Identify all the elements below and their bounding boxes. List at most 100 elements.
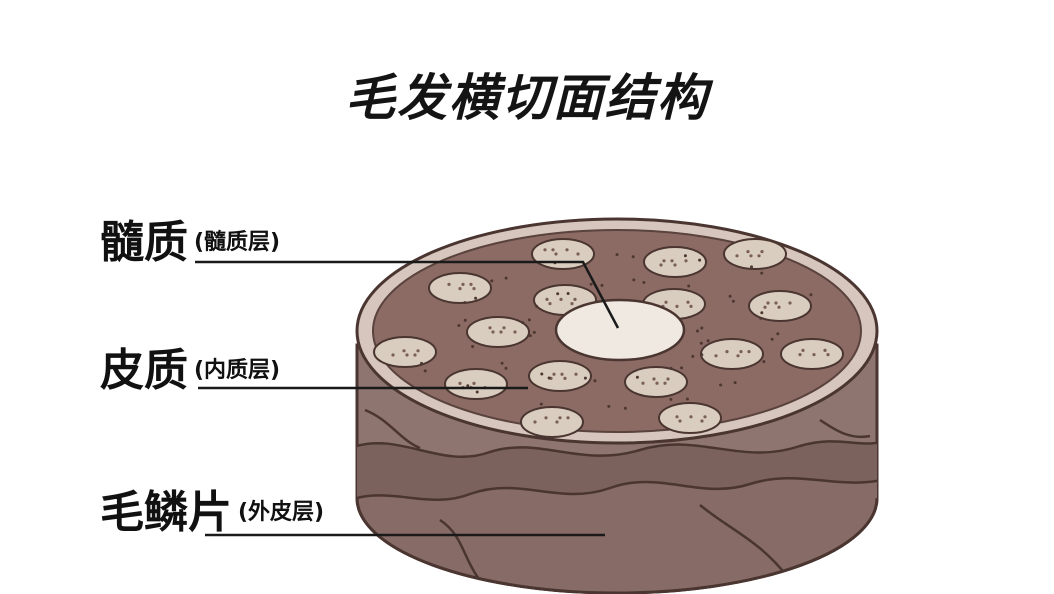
cortex-granule [700,338,764,370]
cortex-speck [475,390,479,394]
granule-speck [543,248,547,252]
cortex-speck [759,316,763,320]
granule-speck [559,297,563,301]
granule-speck [548,302,552,306]
granule-speck [472,287,476,291]
granule-speck [675,304,679,308]
granule-speck [533,420,537,424]
cortex-granules [373,238,844,438]
cortex-speck [528,334,532,338]
granule-speck [760,250,764,254]
granule-speck [405,353,409,357]
granule-speck [574,372,578,376]
cortex-label: 皮质(内质层) [100,334,280,398]
granule-speck [652,377,656,381]
cortex-speck [632,278,636,282]
granule-speck [714,354,718,358]
cortex-speck [728,294,732,298]
cortex-label-main: 皮质 [100,345,188,396]
granule-speck [565,248,569,252]
cortex-granule [466,316,530,348]
cuticle-scale-line [819,418,871,439]
cortex-speck [669,366,673,370]
granule-speck [570,302,574,306]
granule-speck [826,353,830,357]
medulla-label-main: 髓质 [100,217,188,268]
cortex-speck [583,376,587,380]
cuticle-scales [357,408,877,593]
granule-speck [662,259,666,263]
cortex-speck [750,265,753,269]
cortex-speck [683,254,687,258]
cortex-speck [500,361,504,365]
page-title: 毛发横切面结构 [345,69,709,127]
cortex-speck [607,404,611,408]
cortex-speck [760,311,764,315]
granule-speck [798,353,802,357]
granule-speck [488,326,492,330]
granule-speck [689,415,693,419]
cortex-speck [535,304,539,308]
granule-speck [666,377,670,381]
granule-speck [513,330,517,334]
cortex-speck [490,279,494,283]
cortex-speck [776,332,780,336]
granule-speck [736,354,740,358]
granule-speck [573,297,577,301]
cortex-speck [547,376,551,380]
cortex-speck [760,271,764,275]
granule-speck [447,282,451,286]
granule-speck [545,297,549,301]
granule-speck [552,372,556,376]
granule-speck [551,248,555,252]
granule-speck [673,263,677,267]
granule-speck [469,282,473,286]
granule-speck [663,381,667,385]
cortex-granule [444,368,508,400]
granule-speck [655,381,659,385]
cortex-speck [471,345,475,348]
cortex-speck [504,276,508,280]
granule-speck [788,301,792,305]
granule-speck [735,254,739,258]
medulla-label-sub: (髓质层) [194,230,281,255]
cortex-speck [685,397,689,401]
granule-speck [746,250,750,254]
cortex-speck [521,321,525,325]
granule-speck [700,419,704,423]
cortex-speck [733,381,737,385]
cortex-speck [527,318,531,322]
granule-speck [774,301,778,305]
granule-speck [458,381,462,385]
cortex-speck [631,255,635,259]
cortex-speck [615,253,619,257]
granule-speck [686,300,690,304]
cortex-speck [719,383,723,387]
granule-speck [391,353,395,357]
cortex-speck [556,292,560,296]
medulla-label: 髓质(髓质层) [100,206,280,270]
granule-speck [678,419,682,423]
cortex-speck [420,361,423,365]
cortex-granule [780,338,844,370]
granule-speck [739,350,743,354]
cortex-speck [457,324,461,327]
granule-speck [563,376,567,380]
cortex-speck [504,366,508,370]
cortex-speck [463,318,467,322]
cortex-speck [540,372,544,376]
cortex-speck [700,353,704,357]
cortex-speck [669,397,673,401]
cortex-granule [723,238,787,270]
granule-speck [641,381,645,385]
granule-speck [689,304,693,308]
granule-speck [416,349,420,353]
granule-speck [576,252,580,256]
granule-speck [659,263,663,267]
cortex-speck [642,281,646,284]
granule-speck [558,416,562,420]
granule-speck [749,254,753,258]
granule-speck [684,259,688,263]
granule-speck [502,326,506,330]
